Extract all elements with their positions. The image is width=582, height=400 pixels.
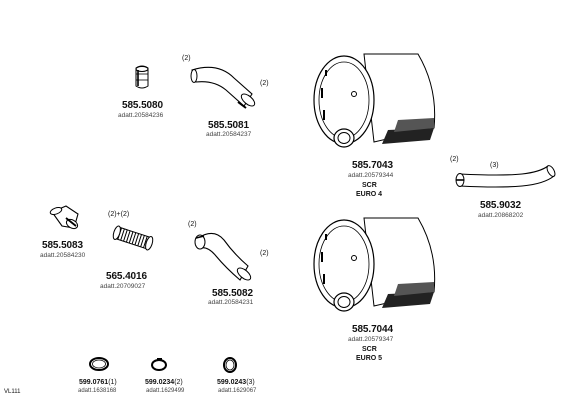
caption-scr: SCR [362,346,377,353]
caption-euro: EURO 4 [356,191,383,198]
clamp-number: 599.0761(1) [79,379,117,386]
quantity-note: (2) [260,80,269,87]
part-number: 585.5080 [122,100,163,111]
clamp-icon [151,358,167,371]
part-reference: adatt.20584237 [206,131,252,138]
clamp-number: 599.0234(2) [145,379,183,386]
part-reference: adatt.20579347 [348,336,394,343]
part-reference: adatt.20584230 [40,252,86,259]
part-reference: adatt.20709027 [100,283,146,290]
part-number: 565.4016 [106,271,147,282]
bent-pipe-drawing [194,232,252,281]
quantity-note: (2) [182,55,191,62]
elbow-sleeve-drawing [49,205,79,230]
part-number: 585.9032 [480,200,521,211]
quantity-note: (2) [188,221,197,228]
part-reference: adatt.20584231 [208,299,254,306]
part-number: 585.7044 [352,324,393,335]
diagram-code: VL111 [4,389,21,395]
part-number: 585.5082 [212,288,253,299]
part-number: 585.7043 [352,160,393,171]
clamp-reference: adatt.1629499 [146,388,185,394]
quantity-note: (2) [260,250,269,257]
scr-silencer-drawing [313,217,436,312]
caption-scr: SCR [362,182,377,189]
bent-pipe-drawing [190,66,256,109]
part-reference: adatt.20579344 [348,172,394,179]
clamp-reference: adatt.1638168 [78,388,117,394]
flexible-pipe-drawing [112,225,154,251]
quantity-note: (2)+(2) [108,211,130,218]
clamp-icon [223,357,237,373]
sleeve-drawing [135,65,149,89]
part-reference: adatt.20584236 [118,112,164,119]
quantity-note: (2) [450,156,459,163]
quantity-note: (3) [490,162,499,169]
clamp-number: 599.0243(3) [217,379,255,386]
clamp-reference: adatt.1629067 [218,388,257,394]
part-number: 585.5083 [42,240,83,251]
part-reference: adatt.20868202 [478,212,524,219]
scr-silencer-drawing [313,53,436,148]
clamp-icon [89,357,109,371]
long-pipe-drawing [455,165,556,188]
part-number: 585.5081 [208,120,249,131]
caption-euro: EURO 5 [356,355,383,362]
